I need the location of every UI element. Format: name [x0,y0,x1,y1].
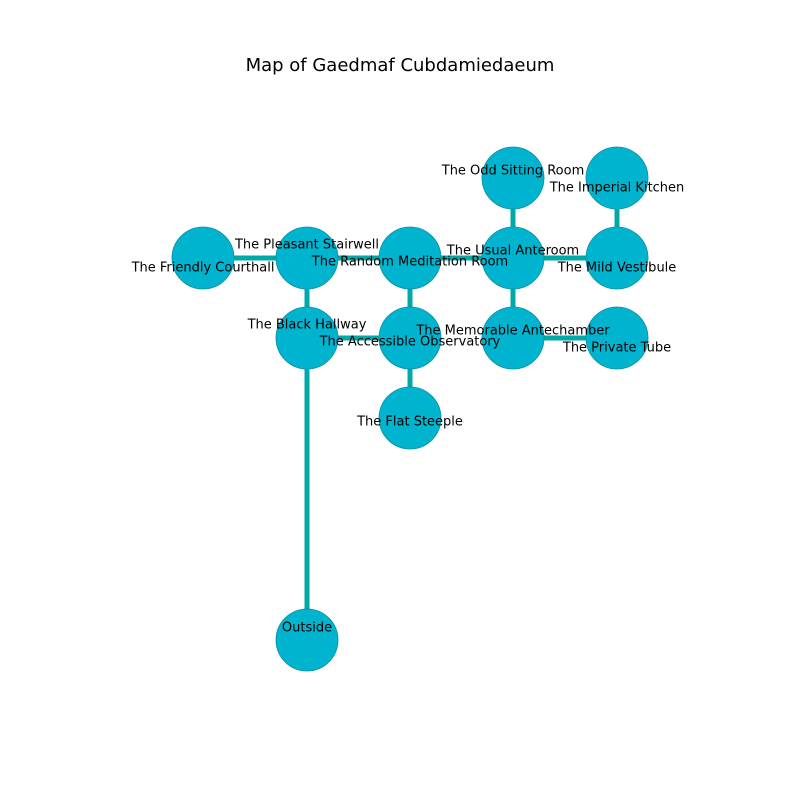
room-node-memorable-antechamber [481,306,545,370]
room-label-imperial-kitchen: The Imperial Kitchen [549,181,685,196]
room-node-usual-anteroom [481,226,545,290]
room-node-odd-sitting-room [481,146,545,210]
room-node-outside [275,608,339,672]
room-label-usual-anteroom: The Usual Anteroom [446,244,579,259]
room-node-pleasant-stairwell [275,226,339,290]
room-label-friendly-courthall: The Friendly Courthall [131,261,275,276]
room-node-imperial-kitchen [585,146,649,210]
room-node-accessible-observatory [378,306,442,370]
room-node-mild-vestibule [585,226,649,290]
room-label-accessible-observatory: The Accessible Observatory [319,335,501,350]
map-title: Map of Gaedmaf Cubdamiedaeum [245,55,555,76]
room-node-black-hallway [275,306,339,370]
room-label-black-hallway: The Black Hallway [247,318,367,333]
room-label-mild-vestibule: The Mild Vestibule [557,261,677,276]
room-label-private-tube: The Private Tube [562,341,671,356]
labels-layer: The Friendly Courthall The Pleasant Stair… [131,164,685,636]
room-label-odd-sitting-room: The Odd Sitting Room [441,164,585,179]
room-label-outside: Outside [282,621,332,636]
room-label-memorable-antechamber: The Memorable Antechamber [415,324,610,339]
room-node-random-meditation-room [378,226,442,290]
room-label-pleasant-stairwell: The Pleasant Stairwell [234,238,379,253]
room-node-private-tube [585,306,649,370]
room-label-random-meditation-room: The Random Meditation Room [311,255,508,270]
room-node-flat-steeple [378,386,442,450]
rooms-layer [171,146,649,672]
room-label-flat-steeple: The Flat Steeple [356,415,463,430]
room-node-friendly-courthall [171,226,235,290]
